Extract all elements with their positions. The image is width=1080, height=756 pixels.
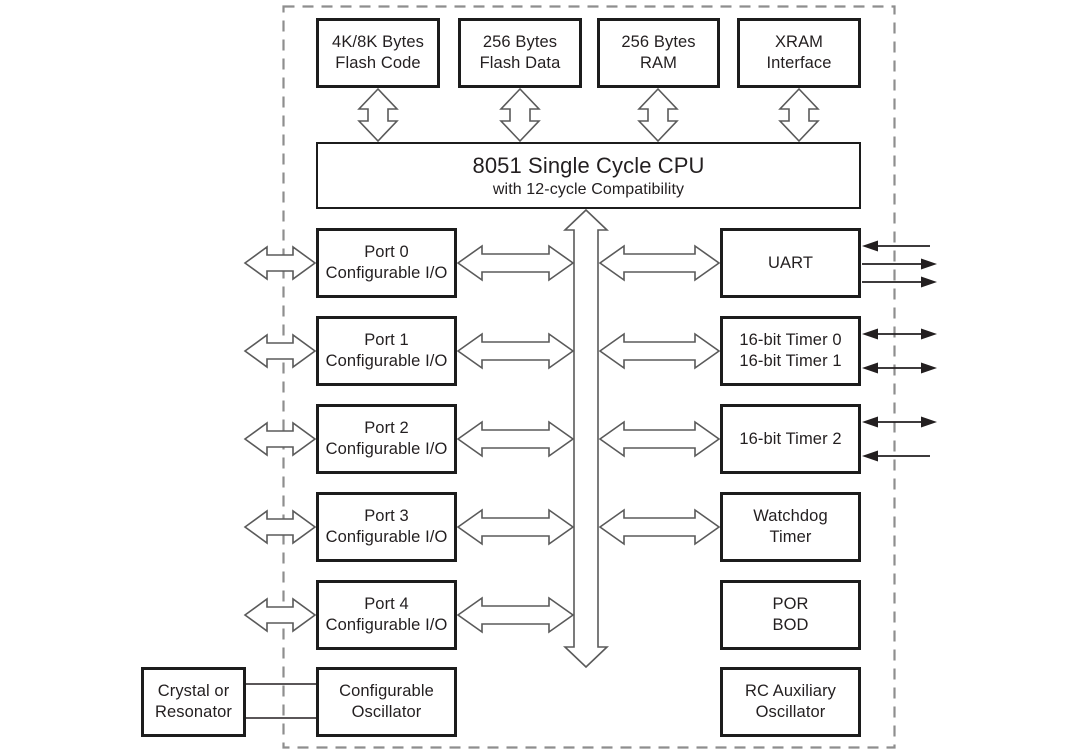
block-uart: UART xyxy=(720,228,861,298)
bus-watchdog-arrow xyxy=(598,508,721,546)
cpu-title: 8051 Single Cycle CPU xyxy=(472,152,705,178)
timer0-arrowhead-left xyxy=(862,328,878,340)
block-watchdog-timer: Watchdog Timer xyxy=(720,492,861,562)
block-label-line1: 256 Bytes xyxy=(482,33,558,51)
xram-cpu-arrow xyxy=(778,87,820,143)
block-label-line2: Flash Data xyxy=(479,54,561,72)
bus-timer2-arrow xyxy=(598,420,721,458)
block-label-line2: Flash Code xyxy=(335,54,421,72)
port3-bus-arrow xyxy=(456,508,575,546)
block-timer0-timer1: 16-bit Timer 0 16-bit Timer 1 xyxy=(720,316,861,386)
bus-timer01-arrow xyxy=(598,332,721,370)
block-label-line1: Configurable xyxy=(339,682,434,700)
block-port3: Port 3 Configurable I/O xyxy=(316,492,457,562)
timer1-arrowhead-left xyxy=(862,362,878,374)
block-label-line1: Crystal or xyxy=(157,682,230,700)
uart-rx-arrowhead-left xyxy=(862,240,878,252)
outline-arrows xyxy=(243,87,820,669)
timer0-arrowhead-right xyxy=(921,328,937,340)
crystal-connection-lines xyxy=(246,683,316,719)
block-label-line1: Watchdog xyxy=(753,507,828,525)
block-label-line1: Port 3 xyxy=(364,507,409,525)
block-label-line1: Port 2 xyxy=(364,419,409,437)
block-label-line1: 16-bit Timer 0 xyxy=(739,331,842,349)
io-signal-lines xyxy=(862,245,930,457)
block-label-line1: POR xyxy=(772,595,809,613)
block-timer2: 16-bit Timer 2 xyxy=(720,404,861,474)
block-label-line2: 16-bit Timer 1 xyxy=(739,352,842,370)
block-label-line2: Resonator xyxy=(154,703,233,721)
cpu-bus-arrow xyxy=(563,208,609,669)
port2-external-arrow xyxy=(243,421,317,457)
block-label-line1: 16-bit Timer 2 xyxy=(739,429,842,448)
block-rc-auxiliary-oscillator: RC Auxiliary Oscillator xyxy=(720,667,861,737)
block-label-line1: 256 Bytes xyxy=(621,33,696,51)
port0-bus-arrow xyxy=(456,244,575,282)
block-port2: Port 2 Configurable I/O xyxy=(316,404,457,474)
port2-bus-arrow xyxy=(456,420,575,458)
port4-bus-arrow xyxy=(456,596,575,634)
block-label-line1: RC Auxiliary xyxy=(744,682,837,700)
port1-external-arrow xyxy=(243,333,317,369)
block-label-line2: Interface xyxy=(766,54,832,72)
port1-bus-arrow xyxy=(456,332,575,370)
flash-data-cpu-arrow xyxy=(499,87,541,143)
block-ram: 256 Bytes RAM xyxy=(597,18,720,88)
port4-external-arrow xyxy=(243,597,317,633)
block-label-line2: Configurable I/O xyxy=(325,440,448,458)
port0-external-arrow xyxy=(243,245,317,281)
flash-code-cpu-arrow xyxy=(357,87,399,143)
block-label-line2: Timer xyxy=(769,528,812,546)
block-label-line1: Port 1 xyxy=(364,331,409,349)
chip-boundary-dashed-border xyxy=(282,5,896,749)
timer1-arrowhead-right xyxy=(921,362,937,374)
block-cpu: 8051 Single Cycle CPU with 12-cycle Comp… xyxy=(316,142,861,209)
block-flash-data: 256 Bytes Flash Data xyxy=(458,18,582,88)
block-label-line1: Port 0 xyxy=(364,243,409,261)
block-label-line1: Port 4 xyxy=(364,595,409,613)
block-label-line1: 4K/8K Bytes xyxy=(332,33,424,51)
block-flash-code: 4K/8K Bytes Flash Code xyxy=(316,18,440,88)
bus-uart-arrow xyxy=(598,244,721,282)
block-label-line2: Oscillator xyxy=(755,703,826,721)
block-label-line1: UART xyxy=(767,253,814,272)
block-label-line2: Configurable I/O xyxy=(325,528,448,546)
timer2-arrowhead-right xyxy=(921,416,937,428)
block-port0: Port 0 Configurable I/O xyxy=(316,228,457,298)
block-crystal-resonator: Crystal or Resonator xyxy=(141,667,246,737)
block-label-line2: Configurable I/O xyxy=(325,264,448,282)
block-label-line2: Configurable I/O xyxy=(325,352,448,370)
uart-tx2-arrowhead-right xyxy=(921,276,937,288)
block-por-bod: POR BOD xyxy=(720,580,861,650)
uart-tx1-arrowhead-right xyxy=(921,258,937,270)
ram-cpu-arrow xyxy=(637,87,679,143)
block-label-line2: RAM xyxy=(640,54,677,72)
timer2-in-arrowhead-left xyxy=(862,450,878,462)
port3-external-arrow xyxy=(243,509,317,545)
block-port4: Port 4 Configurable I/O xyxy=(316,580,457,650)
timer2-arrowhead-left xyxy=(862,416,878,428)
io-signal-arrowheads xyxy=(862,240,937,462)
block-configurable-oscillator: Configurable Oscillator xyxy=(316,667,457,737)
block-label-line2: Oscillator xyxy=(351,703,422,721)
block-label-line2: BOD xyxy=(772,616,809,634)
block-xram-interface: XRAM Interface xyxy=(737,18,861,88)
block-label-line1: XRAM xyxy=(774,33,824,51)
block-label-line2: Configurable I/O xyxy=(325,616,448,634)
cpu-subtitle: with 12-cycle Compatibility xyxy=(492,180,685,198)
block-port1: Port 1 Configurable I/O xyxy=(316,316,457,386)
